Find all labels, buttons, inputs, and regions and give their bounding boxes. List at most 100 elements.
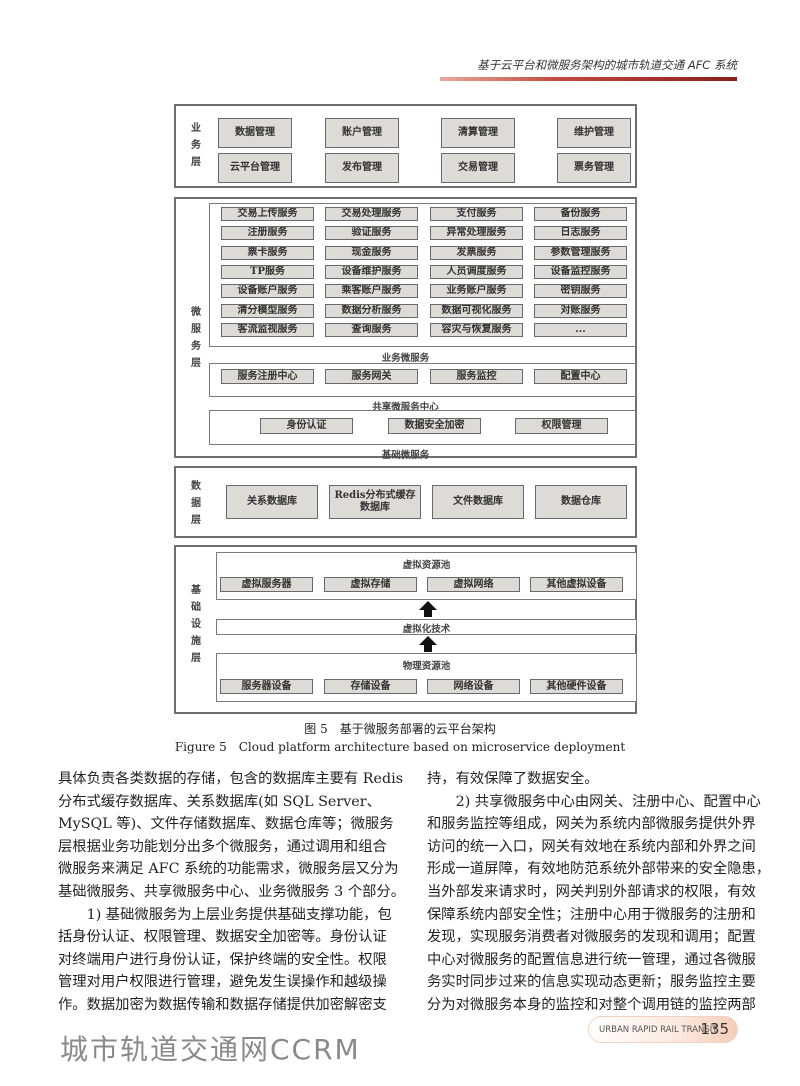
text-line: 管理对用户权限进行管理，避免发生误操作和越级操 (58, 974, 387, 991)
microservice-box: ... (534, 322, 627, 337)
business-module-box: 维护管理 (557, 118, 631, 148)
microservice-box: 设备账户服务 (221, 284, 314, 299)
journal-footer: URBAN RAPID RAIL TRANSIT 135 (588, 1016, 738, 1043)
figure-caption-en: Figure 5 Cloud platform architecture bas… (174, 740, 626, 754)
text-line: 层根据业务功能划分出多个微服务，通过调用和组合 (58, 838, 387, 855)
journal-name: URBAN RAPID RAIL TRANSIT (599, 1025, 718, 1035)
text-line: 1) 基础微服务为上层业务提供基础支撑功能，包 (58, 906, 392, 923)
microservice-layer: 微服务层 交易上传服务交易处理服务支付服务备份服务注册服务验证服务异常处理服务日… (174, 197, 637, 461)
text-line: 微服务来满足 AFC 系统的功能需求，微服务层又分为 (58, 861, 399, 878)
base-services-frame: 身份认证 数据安全加密 权限管理 (209, 410, 636, 445)
microservice-box: 现金服务 (325, 245, 418, 260)
layer-label: 基础设施层 (191, 585, 201, 664)
physical-pool-label: 物理资源池 (402, 661, 451, 672)
microservice-box: 日志服务 (534, 226, 627, 241)
virtual-pool-label: 虚拟资源池 (402, 560, 451, 571)
microservice-box: 清分模型服务 (221, 303, 314, 318)
virtualization-bar: 虚拟化技术 (216, 619, 637, 635)
layer-label: 微服务层 (191, 307, 201, 369)
microservice-box: 参数管理服务 (534, 245, 627, 260)
business-layer: 业务层 数据管理账户管理清算管理维护管理云平台管理发布管理交易管理票务管理 (174, 104, 637, 188)
up-arrow-icon (419, 636, 437, 645)
up-arrow-stem (424, 609, 432, 617)
base-service-box: 权限管理 (515, 418, 608, 434)
business-module-box: 交易管理 (441, 153, 515, 183)
microservice-box: 注册服务 (221, 226, 314, 241)
microservice-box: 设备维护服务 (325, 264, 418, 279)
virtual-resource-box: 其他虚拟设备 (530, 577, 623, 592)
microservice-box: 发票服务 (430, 245, 523, 260)
physical-pool-frame: 物理资源池 服务器设备存储设备网络设备其他硬件设备 (216, 653, 637, 702)
database-box: 文件数据库 (432, 485, 524, 519)
microservice-box: 容灾与恢复服务 (430, 322, 523, 337)
business-services-label: 业务微服务 (381, 353, 430, 364)
shared-center-box: 配置中心 (534, 369, 627, 384)
virtual-pool-frame: 虚拟资源池 虚拟服务器虚拟存储虚拟网络其他虚拟设备 (216, 552, 637, 600)
text-line: 作。数据加密为数据传输和数据存储提供加密解密支 (58, 996, 387, 1013)
text-line: MySQL 等)、文件存储数据库、数据仓库等；微服务 (58, 816, 394, 833)
microservice-box: 数据可视化服务 (430, 303, 523, 318)
business-module-box: 发布管理 (325, 153, 399, 183)
physical-resource-box: 服务器设备 (220, 679, 313, 694)
virtualization-label: 虚拟化技术 (402, 624, 451, 635)
microservice-box: 人员调度服务 (430, 264, 523, 279)
microservice-box: 密钥服务 (534, 284, 627, 299)
body-column-left: 具体负责各类数据的存储，包含的数据库主要有 Redis 分布式缓存数据库、关系数据… (58, 768, 406, 1017)
text-line: 持，有效保障了数据安全。 (427, 771, 599, 787)
physical-resource-box: 存储设备 (324, 679, 417, 694)
shared-center-frame: 服务注册中心服务网关服务监控配置中心 (209, 363, 636, 397)
text-line: 基础微服务、共享微服务中心、业务微服务 3 个部分。 (58, 883, 406, 900)
microservice-box: 支付服务 (430, 207, 523, 221)
database-box: 数据仓库 (535, 485, 627, 519)
header-rule (440, 77, 737, 81)
virtual-resource-box: 虚拟服务器 (220, 577, 313, 592)
text-line: 分为对微服务本身的监控和对整个调用链的监控两部 (427, 996, 756, 1013)
microservice-box: 对账服务 (534, 303, 627, 318)
microservice-box: 票卡服务 (221, 245, 314, 260)
text-line: 保障系统内部安全性；注册中心用于微服务的注册和 (427, 906, 756, 923)
text-line: 发现，实现服务消费者对微服务的发现和调用；配置 (427, 929, 756, 946)
body-column-right: 持，有效保障了数据安全。 2) 共享微服务中心由网关、注册中心、配置中心和服务监… (427, 768, 771, 1017)
text-line: 和服务监控等组成，网关为系统内部微服务提供外界 (427, 816, 756, 833)
text-line: 形成一道屏障，有效地防范系统外部带来的安全隐患， (427, 861, 771, 878)
text-line: 务实时同步过来的信息实现动态更新；服务监控主要 (427, 974, 756, 991)
business-module-box: 账户管理 (325, 118, 399, 148)
up-arrow-stem (424, 644, 432, 652)
microservice-box: 客流监视服务 (221, 322, 314, 337)
shared-center-box: 服务注册中心 (221, 369, 314, 384)
database-box: Redis分布式缓存数据库 (329, 485, 421, 519)
microservice-box: 交易处理服务 (325, 207, 418, 221)
text-line: 对终端用户进行身份认证，保护终端的安全性。权限 (58, 951, 387, 968)
microservice-box: 业务账户服务 (430, 284, 523, 299)
base-service-box: 数据安全加密 (388, 418, 481, 434)
text-line: 2) 共享微服务中心由网关、注册中心、配置中心 (427, 793, 761, 810)
business-module-box: 清算管理 (441, 118, 515, 148)
microservice-box: 备份服务 (534, 207, 627, 221)
virtual-resource-box: 虚拟存储 (324, 577, 417, 592)
business-module-box: 数据管理 (218, 118, 292, 148)
page-number: 135 (700, 1020, 729, 1038)
physical-resource-box: 网络设备 (427, 679, 520, 694)
microservice-box: 交易上传服务 (221, 207, 314, 221)
shared-center-label: 共享微服务中心 (372, 402, 439, 413)
microservice-box: 乘客账户服务 (325, 284, 418, 299)
base-services-label: 基础微服务 (381, 450, 430, 461)
microservice-box: 异常处理服务 (430, 226, 523, 241)
text-line: 中心对微服务的配置信息进行统一管理，通过各微服 (427, 951, 756, 968)
layer-label: 业务层 (191, 123, 201, 168)
text-line: 当外部发来请求时，网关判别外部请求的权限，有效 (427, 883, 756, 900)
base-service-box: 身份认证 (260, 418, 353, 434)
database-box: 关系数据库 (226, 485, 318, 519)
up-arrow-icon (419, 601, 437, 610)
microservice-box: TP服务 (221, 264, 314, 279)
text-line: 括身份认证、权限管理、数据安全加密等。身份认证 (58, 929, 387, 946)
figure-caption-cn: 图 5 基于微服务部署的云平台架构 (304, 722, 496, 736)
text-line: 分布式缓存数据库、关系数据库(如 SQL Server、 (58, 793, 381, 810)
text-line: 具体负责各类数据的存储，包含的数据库主要有 Redis (58, 771, 404, 787)
microservice-box: 验证服务 (325, 226, 418, 241)
microservice-box: 数据分析服务 (325, 303, 418, 318)
watermark: 城市轨道交通网CCRM (60, 1033, 361, 1066)
business-module-box: 票务管理 (557, 153, 631, 183)
business-services-frame: 交易上传服务交易处理服务支付服务备份服务注册服务验证服务异常处理服务日志服务票卡… (209, 203, 636, 347)
